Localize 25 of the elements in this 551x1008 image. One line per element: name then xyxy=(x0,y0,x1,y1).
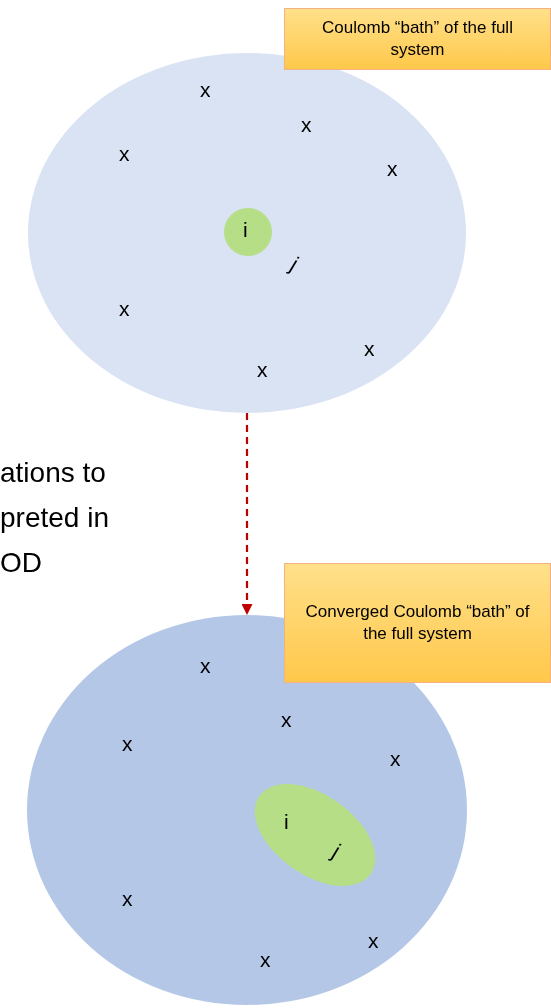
symbol-label: j xyxy=(288,252,301,275)
symbol-label: x xyxy=(200,655,211,676)
arrow xyxy=(241,413,253,615)
note-text: ations to preted in OD xyxy=(0,456,110,580)
symbol-label: x xyxy=(387,158,398,179)
callout-note xyxy=(284,563,551,683)
symbol-label: x xyxy=(119,298,130,319)
symbol-label: x xyxy=(260,949,271,970)
symbol-label: x xyxy=(364,338,375,359)
symbol-label: x xyxy=(122,733,133,754)
callout-text: Converged Coulomb “bath” of the full system xyxy=(304,600,531,645)
symbol-label: x xyxy=(281,709,292,730)
callout-text: Coulomb “bath” of the full system xyxy=(321,16,514,61)
symbol-label: x xyxy=(301,114,312,135)
particle-label: i xyxy=(284,811,289,832)
symbol-label: x xyxy=(119,143,130,164)
symbol-label: x xyxy=(368,930,379,951)
particle-label: j xyxy=(330,839,343,862)
symbol-label: x xyxy=(390,748,401,769)
particle-circle xyxy=(224,208,272,256)
symbol-label: x xyxy=(122,888,133,909)
symbol-label: x xyxy=(200,79,211,100)
callout-note xyxy=(284,8,551,70)
symbol-label: x xyxy=(257,359,268,380)
particle-label: i xyxy=(243,219,248,240)
